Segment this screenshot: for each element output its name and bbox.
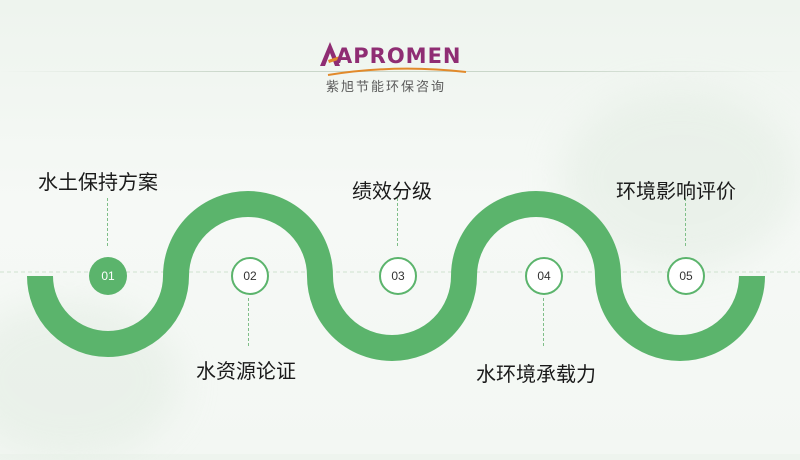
step-label-03: 绩效分级 bbox=[352, 179, 432, 203]
step-number-03[interactable]: 03 bbox=[379, 257, 417, 295]
brand-subtitle: 紫旭节能环保咨询 bbox=[326, 80, 447, 95]
logo-swoosh-icon bbox=[327, 67, 467, 76]
header-divider bbox=[0, 71, 800, 72]
brand-logo: APROMEN 紫旭节能环保咨询 bbox=[318, 38, 468, 98]
connector-04 bbox=[543, 298, 544, 346]
wave-track bbox=[27, 191, 765, 361]
step-number-05[interactable]: 05 bbox=[667, 257, 705, 295]
connector-02 bbox=[248, 298, 249, 346]
step-number-04[interactable]: 04 bbox=[525, 257, 563, 295]
step-label-02: 水资源论证 bbox=[196, 359, 296, 383]
connector-01 bbox=[107, 198, 108, 246]
connector-03 bbox=[397, 198, 398, 246]
step-label-05: 环境影响评价 bbox=[616, 179, 736, 203]
connector-05 bbox=[685, 198, 686, 246]
step-number-01[interactable]: 01 bbox=[89, 257, 127, 295]
step-number-02[interactable]: 02 bbox=[231, 257, 269, 295]
step-label-01: 水土保持方案 bbox=[38, 170, 158, 194]
logo-mark-icon bbox=[320, 42, 341, 66]
step-label-04: 水环境承载力 bbox=[476, 362, 596, 386]
brand-name: APROMEN bbox=[336, 44, 462, 68]
